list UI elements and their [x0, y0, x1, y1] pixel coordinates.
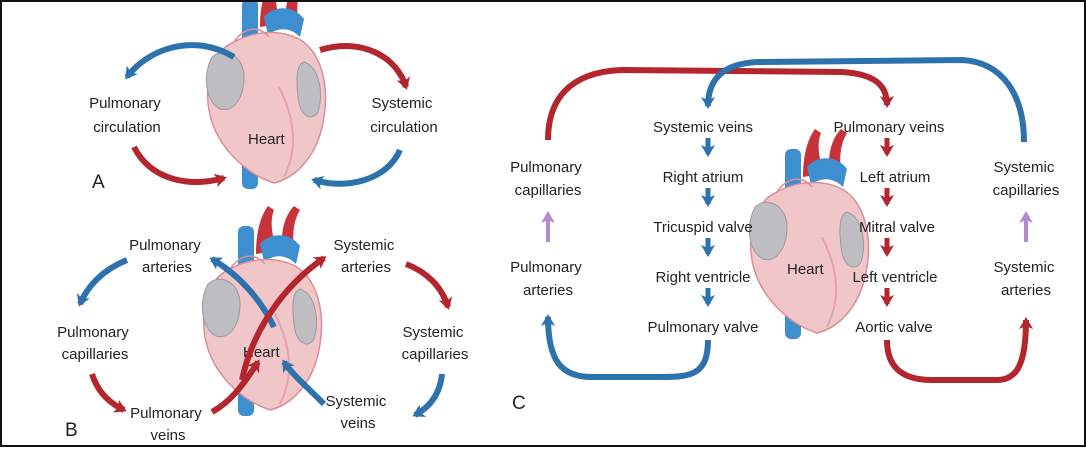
heart-illustration-a — [205, 0, 327, 190]
arrow-b-to-pulmonary-veins — [89, 373, 127, 413]
arrow-b-to-systemic-arteries — [239, 255, 327, 381]
arrow-b-veins-to-heart — [210, 359, 261, 415]
panel-b: Heart Pulmonary arteries Systemic arteri… — [57, 205, 469, 444]
panel-letter-b: B — [65, 420, 78, 441]
label-b-systemic-capillaries: Systemic capillaries — [402, 324, 469, 363]
arrow-b-to-pulmonary-capillaries — [76, 257, 129, 307]
label-c-pulmonary-arteries: Pulmonary arteries — [510, 259, 586, 299]
arrow-b-to-pulmonary-arteries — [209, 256, 277, 329]
arrow-a-pulmonary-out — [124, 42, 236, 80]
panel-letter-c: C — [512, 393, 526, 414]
label-c-pulmonary-valve: Pulmonary valve — [648, 319, 759, 336]
arrow-b-to-systemic-veins — [412, 373, 445, 418]
label-c-left-ventricle: Left ventricle — [852, 269, 937, 286]
panel-a: Heart Pulmonary circulation Systemic cir… — [89, 0, 438, 193]
label-b-pulmonary-veins: Pulmonary veins — [130, 405, 206, 444]
label-b-pulmonary-arteries: Pulmonary arteries — [129, 237, 205, 276]
arrow-b-systemic-veins-to-heart — [281, 359, 327, 407]
heart-label-a: Heart — [248, 131, 286, 148]
arrow-a-systemic-out — [319, 43, 411, 90]
label-b-systemic-arteries: Systemic arteries — [333, 237, 398, 276]
panel-letter-a: A — [92, 172, 105, 193]
label-a-pulmonary-circulation: Pulmonary circulation — [89, 95, 165, 136]
arrow-c-pulmonary-to-left-heart — [545, 66, 894, 141]
label-c-systemic-veins: Systemic veins — [653, 119, 753, 136]
label-a-systemic-circulation: Systemic circulation — [370, 95, 438, 136]
label-c-aortic-valve: Aortic valve — [855, 319, 933, 336]
panel-c: Heart Systemic veins Right atrium Tricus… — [510, 56, 1060, 414]
label-c-systemic-arteries: Systemic arteries — [993, 259, 1058, 299]
arrow-c-systemic-to-right-heart — [701, 56, 1027, 143]
label-c-tricuspid-valve: Tricuspid valve — [653, 219, 752, 236]
label-b-systemic-veins: Systemic veins — [325, 393, 390, 432]
arrow-a-systemic-in — [311, 148, 403, 190]
heart-label-c: Heart — [787, 261, 825, 278]
label-b-pulmonary-capillaries: Pulmonary capillaries — [57, 324, 133, 363]
label-c-pulmonary-veins: Pulmonary veins — [834, 119, 945, 136]
label-c-systemic-capillaries: Systemic capillaries — [993, 159, 1060, 199]
arrow-a-pulmonary-in — [131, 145, 227, 188]
label-c-right-ventricle: Right ventricle — [655, 269, 750, 286]
label-c-right-atrium: Right atrium — [663, 169, 744, 186]
label-c-left-atrium: Left atrium — [860, 169, 931, 186]
arrow-b-to-systemic-capillaries — [404, 261, 453, 310]
label-c-pulmonary-capillaries: Pulmonary capillaries — [510, 159, 586, 199]
arrow-c-pulmonary-valve-to-arteries — [541, 314, 711, 380]
heart-illustration-c — [748, 128, 870, 340]
label-c-mitral-valve: Mitral valve — [859, 219, 935, 236]
arrow-c-aortic-valve-to-arteries — [884, 317, 1033, 383]
